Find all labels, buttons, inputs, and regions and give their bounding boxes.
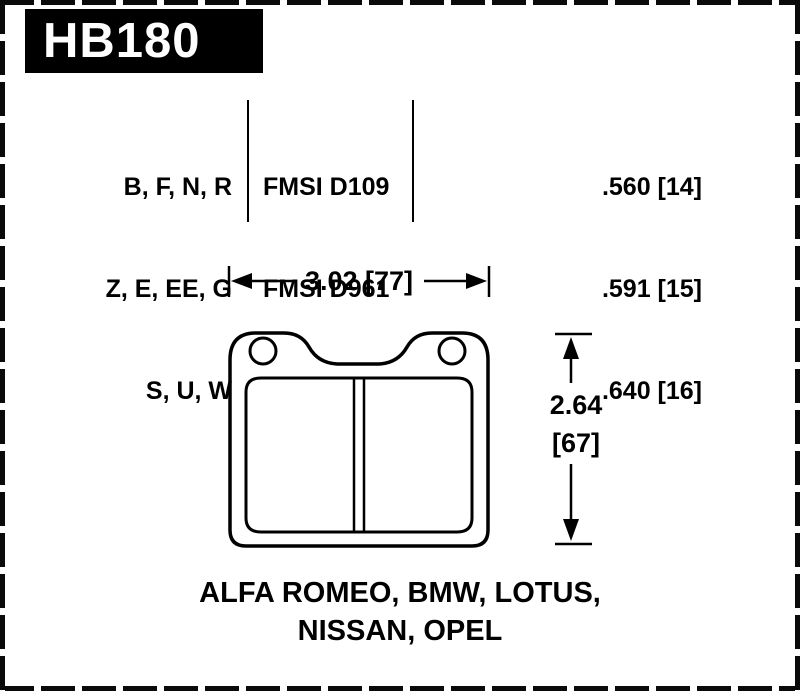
height-dim-metric: [67] bbox=[551, 428, 600, 458]
width-dim-label: 3.02 [77] bbox=[304, 266, 414, 296]
thickness-column: .560 [14] .591 [15] .640 [16] bbox=[480, 102, 702, 476]
pad-outer-outline bbox=[228, 331, 490, 548]
fmsi-row: FMSI D109 bbox=[263, 173, 390, 201]
thickness-row: .591 [15] bbox=[601, 275, 702, 303]
width-dim-right-arrowhead bbox=[466, 273, 487, 289]
striped-border-bottom bbox=[0, 686, 800, 691]
thickness-row: .640 [16] bbox=[601, 377, 702, 405]
thickness-row: .560 [14] bbox=[601, 173, 702, 201]
applications-line-2: NISSAN, OPEL bbox=[297, 615, 503, 647]
pad-hole-left bbox=[248, 336, 278, 366]
compound-row: S, U, W bbox=[145, 377, 232, 405]
striped-border-right bbox=[795, 0, 800, 691]
height-dim-down-arrowhead bbox=[563, 519, 579, 541]
pad-hole-right bbox=[437, 336, 467, 366]
height-dim-label: 2.64 [67] bbox=[538, 386, 614, 462]
compound-row: Z, E, EE, G bbox=[105, 275, 232, 303]
part-number: HB180 bbox=[43, 14, 201, 68]
vehicle-applications: ALFA ROMEO, BMW, LOTUS, NISSAN, OPEL bbox=[100, 574, 700, 650]
striped-border-top bbox=[0, 0, 800, 5]
table-divider-left bbox=[247, 100, 249, 222]
width-dim-left-arrowhead bbox=[231, 273, 252, 289]
height-dim-up-arrowhead bbox=[563, 337, 579, 359]
striped-border-left bbox=[0, 0, 5, 691]
pad-outline-group bbox=[228, 331, 490, 548]
fmsi-column: FMSI D109 FMSI D961 bbox=[263, 102, 463, 374]
pad-inner-outline bbox=[244, 376, 474, 534]
fmsi-row: FMSI D961 bbox=[263, 275, 390, 303]
height-dim-value: 2.64 bbox=[549, 390, 603, 420]
applications-line-1: ALFA ROMEO, BMW, LOTUS, bbox=[199, 577, 601, 609]
part-number-box: HB180 bbox=[25, 9, 263, 73]
compound-row: B, F, N, R bbox=[123, 173, 232, 201]
table-divider-right bbox=[412, 100, 414, 222]
width-dimension bbox=[227, 266, 491, 297]
compound-codes-column: B, F, N, R Z, E, EE, G S, U, W bbox=[60, 102, 232, 476]
